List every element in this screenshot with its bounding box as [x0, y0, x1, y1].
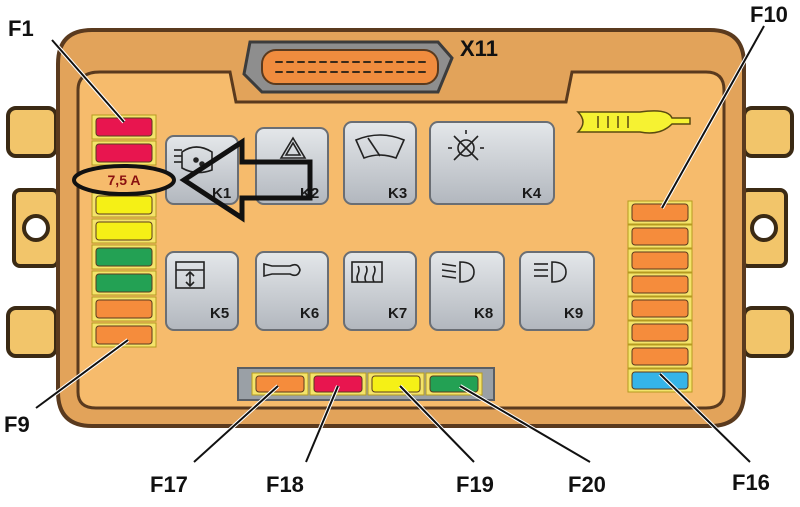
bottom-fuse-19 [367, 372, 425, 396]
light-off-icon [448, 130, 484, 161]
window-icon [175, 261, 205, 289]
relay-k9-label: K9 [564, 305, 583, 322]
relay-k5-label: K5 [210, 305, 229, 322]
right-fuse-11 [627, 224, 693, 249]
relay-k3-label: K3 [388, 185, 407, 202]
left-fuse-1 [91, 114, 157, 140]
right-fuse-13 [627, 272, 693, 297]
right-fuse-14 [627, 296, 693, 321]
right-fuse-10 [627, 200, 693, 225]
callout-f18: F18 [266, 472, 304, 497]
rating-highlight: 7,5 A [72, 164, 176, 196]
left-fuse-7 [91, 270, 157, 296]
pointer-arrow-icon [179, 137, 313, 223]
horn-icon [263, 262, 301, 278]
relay-k1-label: K1 [212, 185, 231, 202]
bottom-fuse-18 [309, 372, 367, 396]
left-fuse-column [91, 114, 157, 348]
low-beam-icon [441, 261, 475, 283]
relay-k4-label: K4 [522, 185, 542, 202]
x11-connector [242, 40, 454, 94]
relay-k2: K2 [255, 127, 329, 205]
right-fuse-15 [627, 320, 693, 345]
callout-f10: F10 [750, 2, 788, 27]
relay-k7: K7 [343, 251, 417, 331]
fuse-rating-label: 7,5 A [108, 172, 141, 188]
relay-k7-label: K7 [388, 305, 407, 322]
callout-f16: F16 [732, 470, 770, 495]
callout-f19: F19 [456, 472, 494, 497]
left-fuse-6 [91, 244, 157, 270]
relay-k8-label: K8 [474, 305, 493, 322]
right-fuse-16 [627, 344, 693, 369]
hazard-triangle-icon [279, 136, 307, 159]
relay-k6-label: K6 [300, 305, 319, 322]
rear-defrost-icon [351, 261, 383, 283]
left-fuse-2 [91, 140, 157, 166]
connector-label: X11 [460, 36, 498, 61]
bottom-fuse-row [237, 367, 495, 401]
relay-k6: K6 [255, 251, 329, 331]
left-fuse-8 [91, 296, 157, 322]
right-fuse-12 [627, 248, 693, 273]
high-beam-icon [534, 261, 567, 283]
wiper-icon [354, 134, 406, 160]
relay-k3: K3 [343, 121, 417, 205]
callout-f1: F1 [8, 16, 34, 41]
bottom-fuse-17 [251, 372, 309, 396]
right-mounting-clips [740, 106, 794, 358]
left-fuse-4 [91, 192, 157, 218]
relay-k9: K9 [519, 251, 595, 331]
relay-k4: K4 [429, 121, 555, 205]
left-fuse-5 [91, 218, 157, 244]
fuse-puller-icon [576, 110, 691, 134]
callout-f9: F9 [4, 412, 30, 437]
callout-lines [35, 25, 765, 463]
callout-f17: F17 [150, 472, 188, 497]
right-fuse-column [627, 200, 693, 393]
relay-k5: K5 [165, 251, 239, 331]
right-fuse-17 [627, 368, 693, 393]
relay-k8: K8 [429, 251, 505, 331]
callout-f20: F20 [568, 472, 606, 497]
left-mounting-clips [6, 106, 60, 358]
